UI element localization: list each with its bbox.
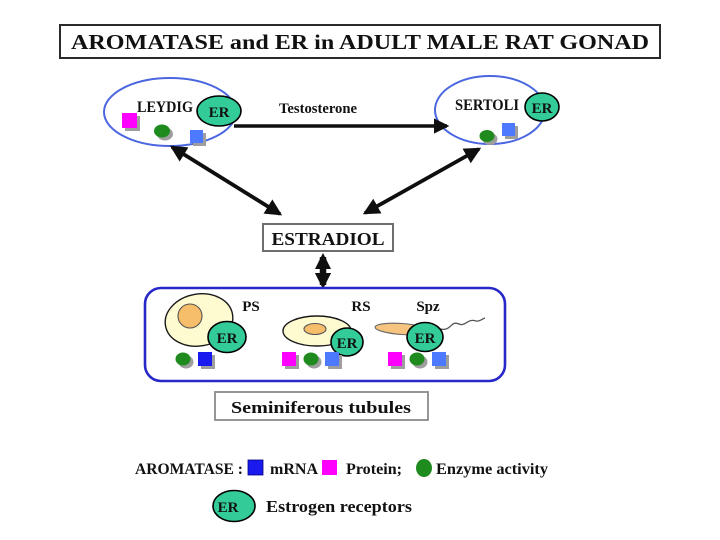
- legend-er-badge: [212, 489, 256, 523]
- rs-label: RS: [351, 299, 370, 315]
- leydig-er-badge: [196, 95, 242, 127]
- estradiol-border: [262, 223, 394, 252]
- legend-estrogen: ER Estrogen receptors: [212, 489, 412, 523]
- sertoli-estradiol-arrow: [362, 147, 482, 215]
- spz-label: Spz: [416, 299, 440, 315]
- ps-er-badge: [207, 320, 247, 354]
- spz-er-badge: [406, 321, 444, 353]
- leydig-label: LEYDIG: [137, 99, 193, 116]
- testosterone-label: Testosterone: [279, 101, 357, 117]
- legend-aromatase-label: AROMATASE :: [135, 461, 243, 478]
- sertoli-enzyme-dot: [479, 130, 495, 142]
- seminiferous-label-box: Seminiferous tubules: [214, 391, 429, 421]
- ps-label: PS: [242, 299, 260, 315]
- ps-cell: PS ER: [164, 293, 260, 366]
- page-title: AROMATASE and ER in ADULT MALE RAT GONAD: [71, 30, 649, 54]
- sertoli-label: SERTOLI: [455, 97, 519, 114]
- leydig-enzyme-dot: [154, 124, 170, 138]
- leydig-cell: LEYDIG ER: [103, 77, 242, 147]
- sertoli-cell: SERTOLI ER: [434, 75, 560, 145]
- seminiferous-tubule-panel: PS ER RS ER Spz ER: [143, 286, 507, 383]
- legend-estrogen-label: Estrogen receptors: [266, 497, 412, 516]
- spz-mrna-square: [432, 352, 446, 366]
- seminiferous-label: Seminiferous tubules: [231, 398, 412, 417]
- legend-protein-label: Protein;: [346, 461, 402, 478]
- testosterone-flow: Testosterone: [234, 101, 450, 134]
- spz-enzyme-dot: [409, 352, 425, 366]
- leydig-mrna-square: [190, 130, 203, 143]
- legend-er-label: ER: [218, 500, 239, 516]
- rs-er-badge: [330, 327, 364, 357]
- sertoli-mrna-square: [502, 123, 515, 136]
- ps-er-label: ER: [217, 331, 238, 347]
- ps-nucleus: [177, 303, 203, 329]
- legend-enzyme-label: Enzyme activity: [436, 461, 548, 478]
- rs-cell: RS ER: [282, 299, 371, 366]
- spz-cell: Spz ER: [374, 299, 486, 366]
- seminiferous-border: [214, 391, 429, 421]
- legend-mrna-square: [247, 459, 264, 476]
- leydig-protein-square: [122, 113, 137, 128]
- sertoli-er-label: ER: [532, 101, 553, 117]
- ps-mrna-square: [198, 352, 212, 366]
- title-border: [59, 24, 661, 59]
- rs-mrna-square: [325, 352, 339, 366]
- legend-mrna-label: mRNA: [270, 461, 318, 478]
- spz-protein-square: [388, 352, 402, 366]
- sertoli-er-badge: [524, 92, 560, 122]
- title-box: AROMATASE and ER in ADULT MALE RAT GONAD: [59, 24, 661, 59]
- legend-aromatase: AROMATASE : mRNA Protein; Enzyme activit…: [135, 459, 548, 478]
- leydig-er-label: ER: [209, 105, 230, 121]
- ps-enzyme-dot: [175, 352, 191, 366]
- rs-protein-square: [282, 352, 296, 366]
- estradiol-label: ESTRADIOL: [272, 229, 385, 249]
- rs-er-label: ER: [337, 336, 358, 352]
- legend-protein-square: [322, 460, 337, 475]
- rs-enzyme-dot: [303, 352, 319, 366]
- estradiol-box: ESTRADIOL: [262, 223, 394, 252]
- spz-er-label: ER: [415, 331, 436, 347]
- leydig-estradiol-arrow: [169, 145, 283, 216]
- rs-nucleus: [303, 322, 327, 336]
- legend-enzyme-dot: [416, 459, 432, 477]
